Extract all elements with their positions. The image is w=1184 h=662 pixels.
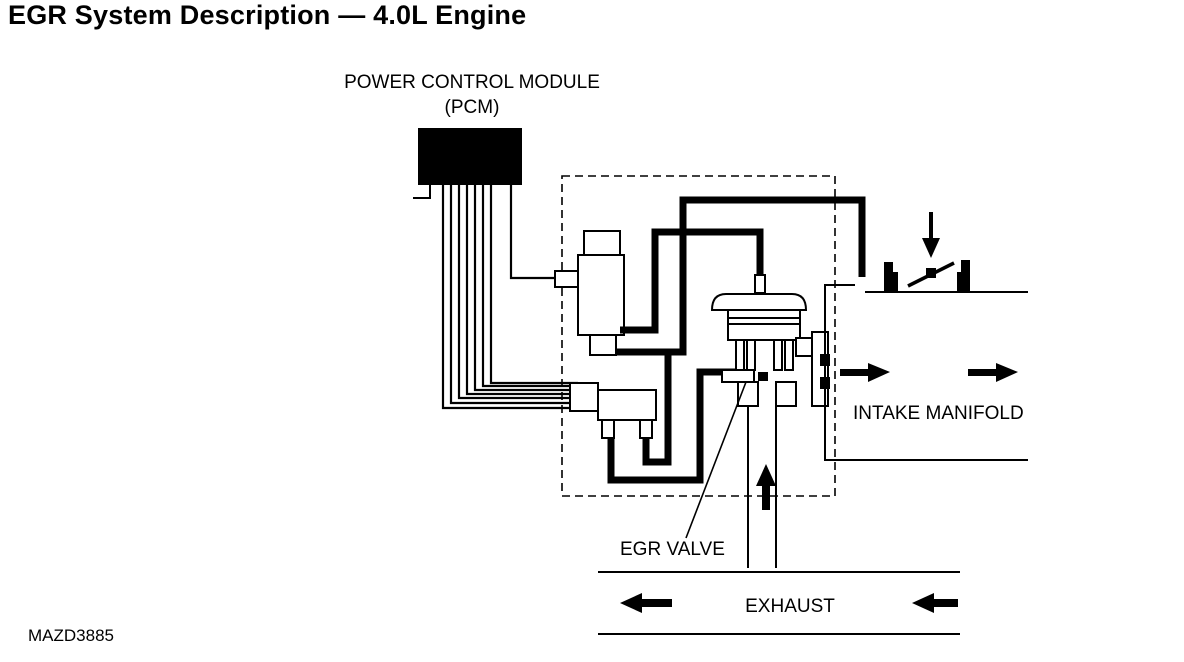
exhaust-riser xyxy=(747,406,777,568)
pcm-module xyxy=(418,128,522,185)
throttle-body xyxy=(884,260,970,292)
egr-subsystem-boundary xyxy=(561,175,836,497)
egr-valve-leader-line xyxy=(685,381,747,539)
egr-valve-assembly xyxy=(710,274,829,407)
pcm-label-line2: (PCM) xyxy=(445,97,500,118)
egr-valve-pintle xyxy=(758,372,768,381)
egr-vacuum-regulator xyxy=(577,230,625,356)
sensor-connector xyxy=(554,270,580,288)
egr-valve-label: EGR VALVE xyxy=(620,539,725,560)
page-title: EGR System Description — 4.0L Engine xyxy=(8,0,527,30)
exhaust-flow-arrow-right xyxy=(912,593,958,613)
vacuum-hoses xyxy=(607,196,866,484)
egr-solenoid xyxy=(569,382,657,439)
pcm-wiring-harness xyxy=(441,185,578,410)
reference-code: MAZD3885 xyxy=(28,626,114,645)
intake-manifold-label: INTAKE MANIFOLD xyxy=(853,403,1024,424)
pcm-connector-stub xyxy=(413,185,431,199)
exhaust-label: EXHAUST xyxy=(745,596,835,617)
exhaust-upflow-arrow xyxy=(756,464,776,510)
exhaust-pipe xyxy=(598,571,960,635)
intake-flow-arrow-1 xyxy=(840,363,890,382)
throttle-airflow-arrow xyxy=(922,212,940,258)
intake-flow-arrow-2 xyxy=(968,363,1018,382)
pcm-label-line1: POWER CONTROL MODULE xyxy=(344,72,600,93)
exhaust-flow-arrow-left xyxy=(620,593,672,613)
